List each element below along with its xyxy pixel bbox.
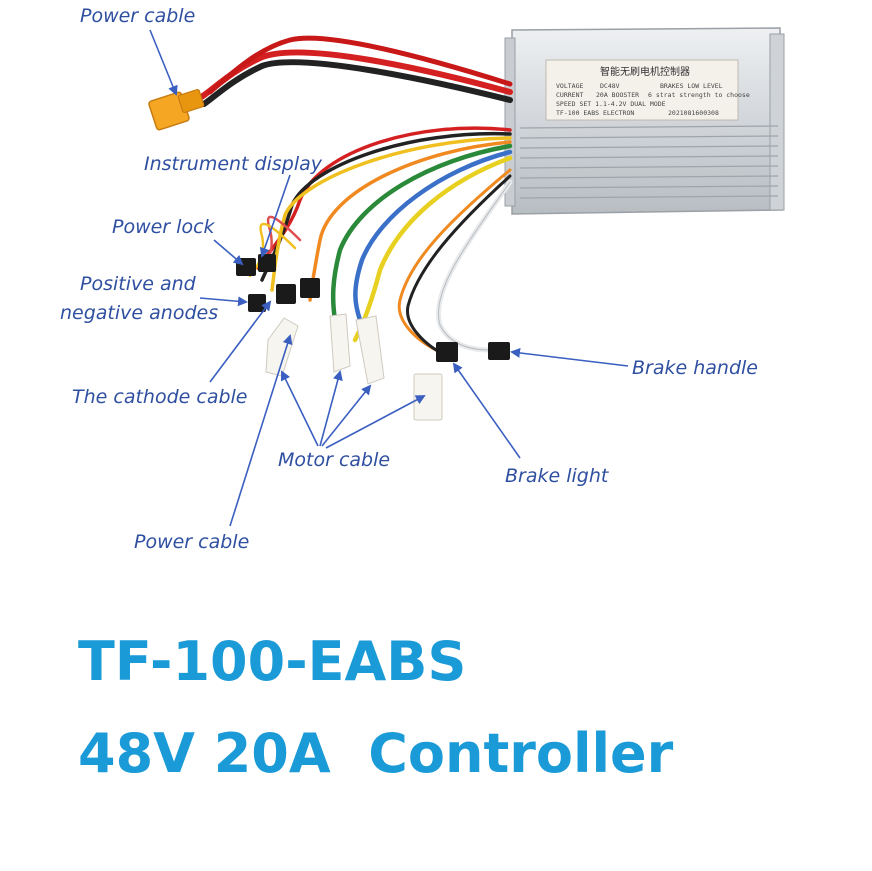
connectors <box>236 254 510 421</box>
housing-fins <box>519 125 779 199</box>
nameplate-brakes: BRAKES LOW LEVEL <box>660 82 723 90</box>
label-cathode-cable: The cathode cable <box>72 386 248 408</box>
nameplate-strength: 6 strat strength to choose <box>648 91 750 99</box>
brake-handle-connector <box>488 342 510 360</box>
spec-headline: 48V 20A Controller <box>78 722 674 785</box>
arrow-motor-4 <box>325 395 426 449</box>
arrow-brake-light <box>452 362 521 459</box>
nameplate-title: 智能无刷电机控制器 <box>600 65 690 78</box>
label-motor-cable: Motor cable <box>278 449 390 471</box>
signal-connector <box>300 278 320 298</box>
controller-housing: 智能无刷电机控制器 VOLTAGE DC48V BRAKES LOW LEVEL… <box>504 27 785 215</box>
arrow-anodes <box>199 296 248 307</box>
power-cable-wires <box>197 35 513 107</box>
callout-arrows <box>149 29 629 527</box>
nameplate-current-value: 20A BOOSTER <box>596 91 639 99</box>
brake-wires <box>397 168 513 357</box>
nameplate-voltage: VOLTAGE <box>556 82 583 90</box>
model-headline: TF-100-EABS <box>78 630 467 693</box>
label-brake-handle: Brake handle <box>632 357 758 379</box>
nameplate: 智能无刷电机控制器 VOLTAGE DC48V BRAKES LOW LEVEL… <box>545 59 750 121</box>
label-brake-light: Brake light <box>505 465 610 487</box>
arrow-instrument-display <box>259 174 291 258</box>
power-lock-connector <box>258 254 276 272</box>
nameplate-voltage-value: DC48V <box>600 82 620 90</box>
motor-connector-3 <box>355 315 385 385</box>
label-power-cable-top: Power cable <box>80 5 195 27</box>
nameplate-model: TF-100 EABS ELECTRON <box>556 109 634 117</box>
callout-labels: Power cable Instrument display Power loc… <box>60 5 758 553</box>
motor-connector-2 <box>329 313 351 373</box>
nameplate-current: CURRENT <box>556 91 583 99</box>
nameplate-serial: 2021081600308 <box>668 109 719 117</box>
signal-wires <box>248 126 513 343</box>
arrow-motor-3 <box>321 384 372 447</box>
nameplate-speed: SPEED SET 1.1-4.2V DUAL MODE <box>556 100 666 108</box>
cathode-connector <box>276 284 296 304</box>
anode-connector <box>248 294 266 312</box>
label-positive-negative-2: negative anodes <box>60 302 218 324</box>
label-power-lock: Power lock <box>112 216 216 238</box>
label-power-cable-bottom: Power cable <box>134 531 249 553</box>
arrow-cathode-cable <box>209 300 272 383</box>
hall-sensor-connector <box>413 373 443 421</box>
arrow-motor-2 <box>319 370 343 447</box>
xt-power-connector <box>148 88 205 131</box>
arrow-power-cable-top <box>149 29 178 96</box>
motor-connector-1 <box>265 317 299 377</box>
arrow-power-lock <box>213 239 244 266</box>
arrow-power-cable-bottom <box>229 334 293 527</box>
label-positive-negative-1: Positive and <box>80 273 197 295</box>
label-instrument-display: Instrument display <box>144 153 323 175</box>
arrow-brake-handle <box>510 347 629 367</box>
brake-light-connector <box>436 342 458 362</box>
wiring-diagram: 智能无刷电机控制器 VOLTAGE DC48V BRAKES LOW LEVEL… <box>60 5 785 553</box>
arrow-motor-1 <box>281 370 319 447</box>
